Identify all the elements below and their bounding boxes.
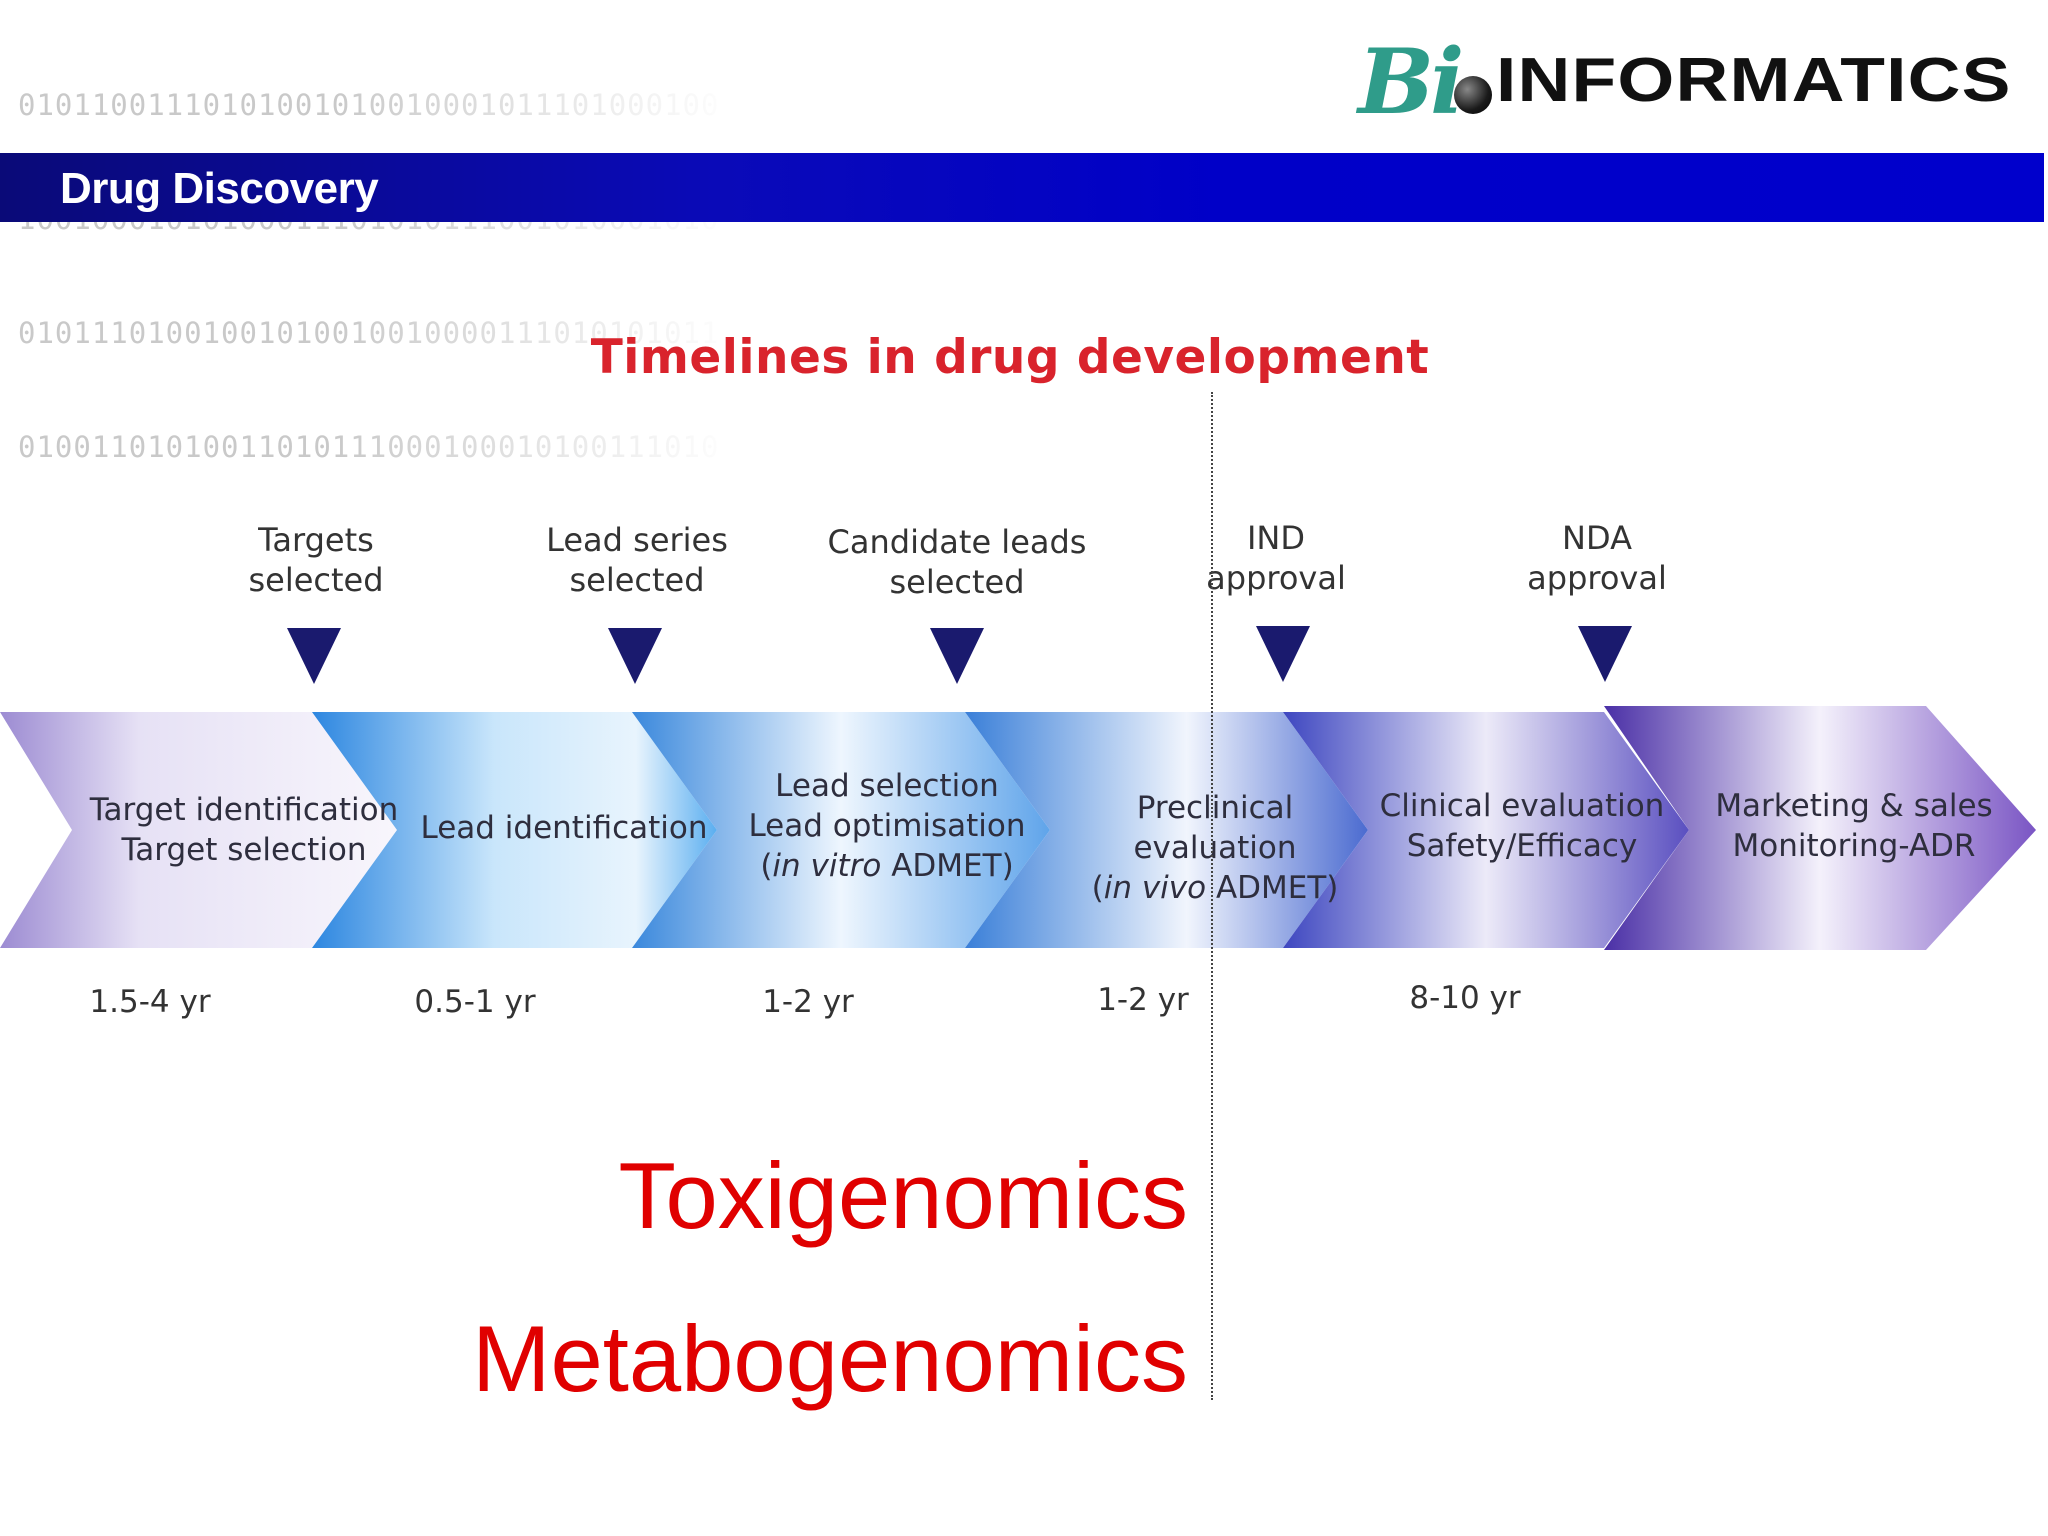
stage-italic: in vitro [772,848,882,884]
milestone-label-targets: Targets selected [166,520,466,600]
milestone-arrow-lead-series-icon [608,628,662,684]
duration-5: 8-10 yr [1409,980,1521,1016]
stage-chevron-1 [0,712,397,948]
milestone-arrow-nda-icon [1578,626,1632,682]
milestone-label-candidate-leads: Candidate leads selected [807,522,1107,602]
stage-label-target: Target identification Target selection [84,790,404,870]
stage-line: Preclinical evaluation [1133,790,1297,866]
binary-line: 0100110101001101011100010001010011101010… [18,430,718,464]
stage-paren: ( [1091,870,1104,906]
stage-label-lead-identification: Lead identification [404,808,724,848]
stage-paren: ( [760,848,773,884]
stage-italic: in vivo [1103,870,1207,906]
duration-3: 1-2 yr [762,984,854,1020]
stage-line: Target selection [121,832,367,868]
stage-rest: ADMET) [881,848,1014,884]
metabogenomics-label: Metabogenomics [472,1306,1188,1411]
milestone-label-ind: IND approval [1126,518,1426,598]
binary-line: 0101100111010100101001000101110100010000… [18,88,718,122]
milestone-line: Targets [258,521,374,559]
stage-line: Safety/Efficacy [1406,828,1638,864]
milestone-line: IND [1246,519,1305,557]
duration-4: 1-2 yr [1097,982,1189,1018]
stage-label-preclinical: Preclinical evaluation (in vivo ADMET) [1055,788,1375,908]
milestone-line: selected [889,563,1025,601]
bioinformatics-logo: Bi INFORMATICS [1358,22,2011,135]
stage-rest: ADMET) [1206,870,1339,906]
stage-line: Monitoring-ADR [1732,828,1976,864]
milestone-arrow-candidate-leads-icon [930,628,984,684]
stage-line: (in vivo ADMET) [1055,868,1375,908]
stage-chevron-2 [312,712,717,948]
milestone-line: selected [569,561,705,599]
stage-chevron-5 [1283,712,1689,948]
stage-line: Lead identification [420,810,708,846]
stage-label-lead-optimisation: Lead selection Lead optimisation (in vit… [727,766,1047,886]
milestone-line: approval [1527,559,1667,597]
stage-line: Marketing & sales [1715,788,1993,824]
milestone-arrow-ind-icon [1256,626,1310,682]
stage-line: (in vitro ADMET) [727,846,1047,886]
toxigenomics-label: Toxigenomics [618,1143,1188,1248]
binary-pattern-decoration: 0101100111010100101001000101110100010000… [18,10,718,542]
stage-line: Lead selection [775,768,999,804]
milestone-line: Lead series [546,521,728,559]
milestone-line: selected [248,561,384,599]
binary-line: 0101110100100101001001000011101010101110… [18,316,718,350]
stage-line: Clinical evaluation [1379,788,1665,824]
slide-title: Drug Discovery [60,164,379,213]
stage-line: Lead optimisation [748,808,1026,844]
stage-label-marketing: Marketing & sales Monitoring-ADR [1694,786,2014,866]
stage-chevron-6 [1604,706,2036,950]
logo-word-text: INFORMATICS [1496,46,2012,115]
milestone-label-lead-series: Lead series selected [487,520,787,600]
milestone-label-nda: NDA approval [1447,518,1747,598]
stage-label-clinical: Clinical evaluation Safety/Efficacy [1362,786,1682,866]
stage-chevron-3 [632,712,1050,948]
milestone-line: approval [1206,559,1346,597]
logo-ball-icon [1454,76,1493,114]
milestone-arrow-targets-icon [287,628,341,684]
milestone-line: NDA [1562,519,1632,557]
stage-chevrons [0,706,2036,950]
diagram-title: Timelines in drug development [590,330,1430,385]
logo-script-text: Bi [1358,29,1464,135]
duration-1: 1.5-4 yr [89,984,211,1020]
stage-chevron-4 [965,712,1368,948]
stage-line: Target identification [89,792,399,828]
title-band: Drug Discovery [0,153,2044,222]
duration-2: 0.5-1 yr [414,984,536,1020]
dotted-divider [1211,392,1213,1400]
milestone-line: Candidate leads [827,523,1087,561]
